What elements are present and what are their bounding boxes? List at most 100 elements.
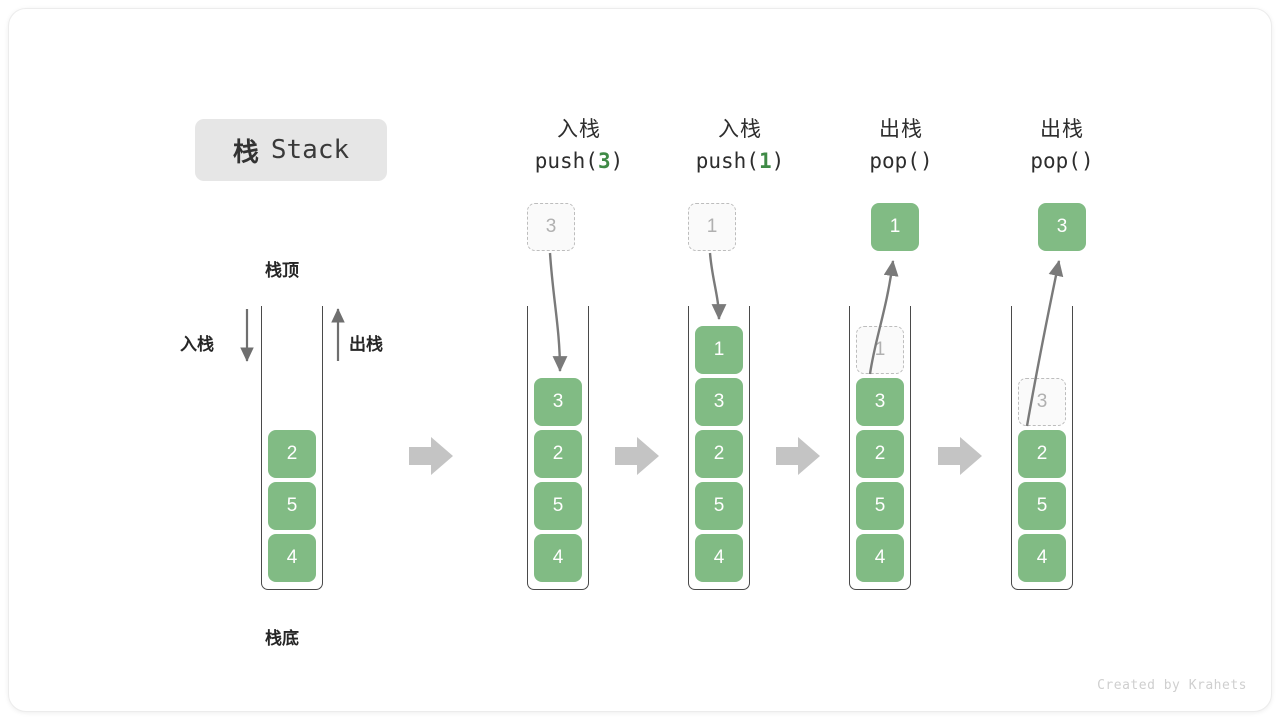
cell-value: 2: [552, 443, 564, 464]
column-header-cn: 入栈: [718, 118, 762, 141]
cell-value: 3: [874, 391, 886, 412]
cell-value: 2: [286, 443, 298, 464]
column-header-code: pop(): [826, 145, 976, 177]
float-box-value: 1: [706, 216, 718, 237]
stack-cell: 4: [268, 534, 316, 582]
code-prefix: pop(: [869, 149, 920, 173]
column-header-pop-1: 出栈 pop(): [826, 115, 976, 177]
stack-cell: 4: [856, 534, 904, 582]
transition-arrow-2: [615, 437, 659, 475]
cell-value: 2: [874, 443, 886, 464]
stack-cell-ghost: 3: [1018, 378, 1066, 426]
stack-cell: 3: [695, 378, 743, 426]
stack-container-walls: [849, 306, 911, 590]
stack-cell: 5: [534, 482, 582, 530]
stack-top-label: 栈顶: [265, 261, 299, 280]
push-side-label: 入栈: [180, 335, 214, 354]
cell-value: 4: [713, 547, 725, 568]
column-header-code: push(3): [504, 145, 654, 177]
stack-container-walls: [527, 306, 589, 590]
stack-initial: 2 5 4: [261, 306, 323, 590]
stack-cell: 1: [695, 326, 743, 374]
stack-cells: 3 2 5 4: [1011, 378, 1073, 582]
stack-push-3: 3 2 5 4: [527, 306, 589, 590]
footer-credit: Created by Krahets: [1097, 678, 1247, 693]
stack-cell: 4: [1018, 534, 1066, 582]
stack-cells: 2 5 4: [261, 430, 323, 582]
stack-cell: 2: [534, 430, 582, 478]
code-suffix: ): [610, 149, 624, 173]
transition-arrow-1: [409, 437, 453, 475]
cell-value: 5: [1036, 495, 1048, 516]
stack-cell: 2: [268, 430, 316, 478]
stack-cells: 1 3 2 5 4: [849, 326, 911, 582]
float-box-value: 1: [889, 216, 901, 237]
column-header-code: push(1): [665, 145, 815, 177]
stack-cell: 3: [534, 378, 582, 426]
stack-pop-1: 1 3 2 5 4: [849, 306, 911, 590]
float-box-push-1: 1: [688, 203, 736, 251]
cell-value: 4: [874, 547, 886, 568]
cell-value: 1: [874, 339, 886, 360]
cell-value: 4: [286, 547, 298, 568]
stack-cell: 5: [1018, 482, 1066, 530]
cell-value: 5: [713, 495, 725, 516]
column-header-push-1: 入栈 push(1): [665, 115, 815, 177]
float-box-value: 3: [545, 216, 557, 237]
float-box-pop-1: 1: [871, 203, 919, 251]
cell-value: 2: [1036, 443, 1048, 464]
stack-cells: 3 2 5 4: [527, 378, 589, 582]
code-suffix: ): [771, 149, 785, 173]
code-prefix: pop(: [1030, 149, 1081, 173]
stack-cell: 4: [534, 534, 582, 582]
cell-value: 3: [552, 391, 564, 412]
stack-title-badge: 栈 Stack: [195, 119, 387, 181]
stack-pop-3: 3 2 5 4: [1011, 306, 1073, 590]
pop-side-label: 出栈: [349, 335, 383, 354]
code-arg: 3: [597, 149, 611, 173]
stack-cell: 5: [856, 482, 904, 530]
stack-cell: 2: [856, 430, 904, 478]
cell-value: 3: [713, 391, 725, 412]
cell-value: 1: [713, 339, 725, 360]
cell-value: 2: [713, 443, 725, 464]
code-arg: 1: [758, 149, 772, 173]
stack-cell: 4: [695, 534, 743, 582]
stack-title-en: Stack: [270, 135, 350, 165]
float-box-pop-3: 3: [1038, 203, 1086, 251]
float-box-value: 3: [1056, 216, 1068, 237]
stack-cell: 5: [268, 482, 316, 530]
stack-container-walls: [1011, 306, 1073, 590]
stack-title-cn: 栈: [232, 136, 260, 167]
column-header-code: pop(): [987, 145, 1137, 177]
cell-value: 3: [1036, 391, 1048, 412]
stack-container-walls: [688, 306, 750, 590]
stack-cell: 2: [695, 430, 743, 478]
stack-cell-ghost: 1: [856, 326, 904, 374]
stack-bottom-label: 栈底: [265, 629, 299, 648]
stack-cell: 3: [856, 378, 904, 426]
stack-cell: 2: [1018, 430, 1066, 478]
float-box-push-3: 3: [527, 203, 575, 251]
code-suffix: ): [919, 149, 933, 173]
stack-cell: 5: [695, 482, 743, 530]
column-header-cn: 出栈: [879, 118, 923, 141]
diagram-card: 栈 Stack 栈顶 栈底 入栈 出栈 入栈 push(3) 入栈 push(1…: [8, 8, 1272, 712]
code-suffix: ): [1080, 149, 1094, 173]
cell-value: 5: [286, 495, 298, 516]
stack-cells: 1 3 2 5 4: [688, 326, 750, 582]
code-prefix: push(: [534, 149, 598, 173]
stack-push-1: 1 3 2 5 4: [688, 306, 750, 590]
cell-value: 5: [874, 495, 886, 516]
cell-value: 4: [552, 547, 564, 568]
transition-arrow-3: [776, 437, 820, 475]
column-header-pop-3: 出栈 pop(): [987, 115, 1137, 177]
transition-arrow-4: [938, 437, 982, 475]
column-header-cn: 入栈: [557, 118, 601, 141]
stack-container-walls: [261, 306, 323, 590]
code-prefix: push(: [695, 149, 759, 173]
column-header-push-3: 入栈 push(3): [504, 115, 654, 177]
cell-value: 4: [1036, 547, 1048, 568]
cell-value: 5: [552, 495, 564, 516]
